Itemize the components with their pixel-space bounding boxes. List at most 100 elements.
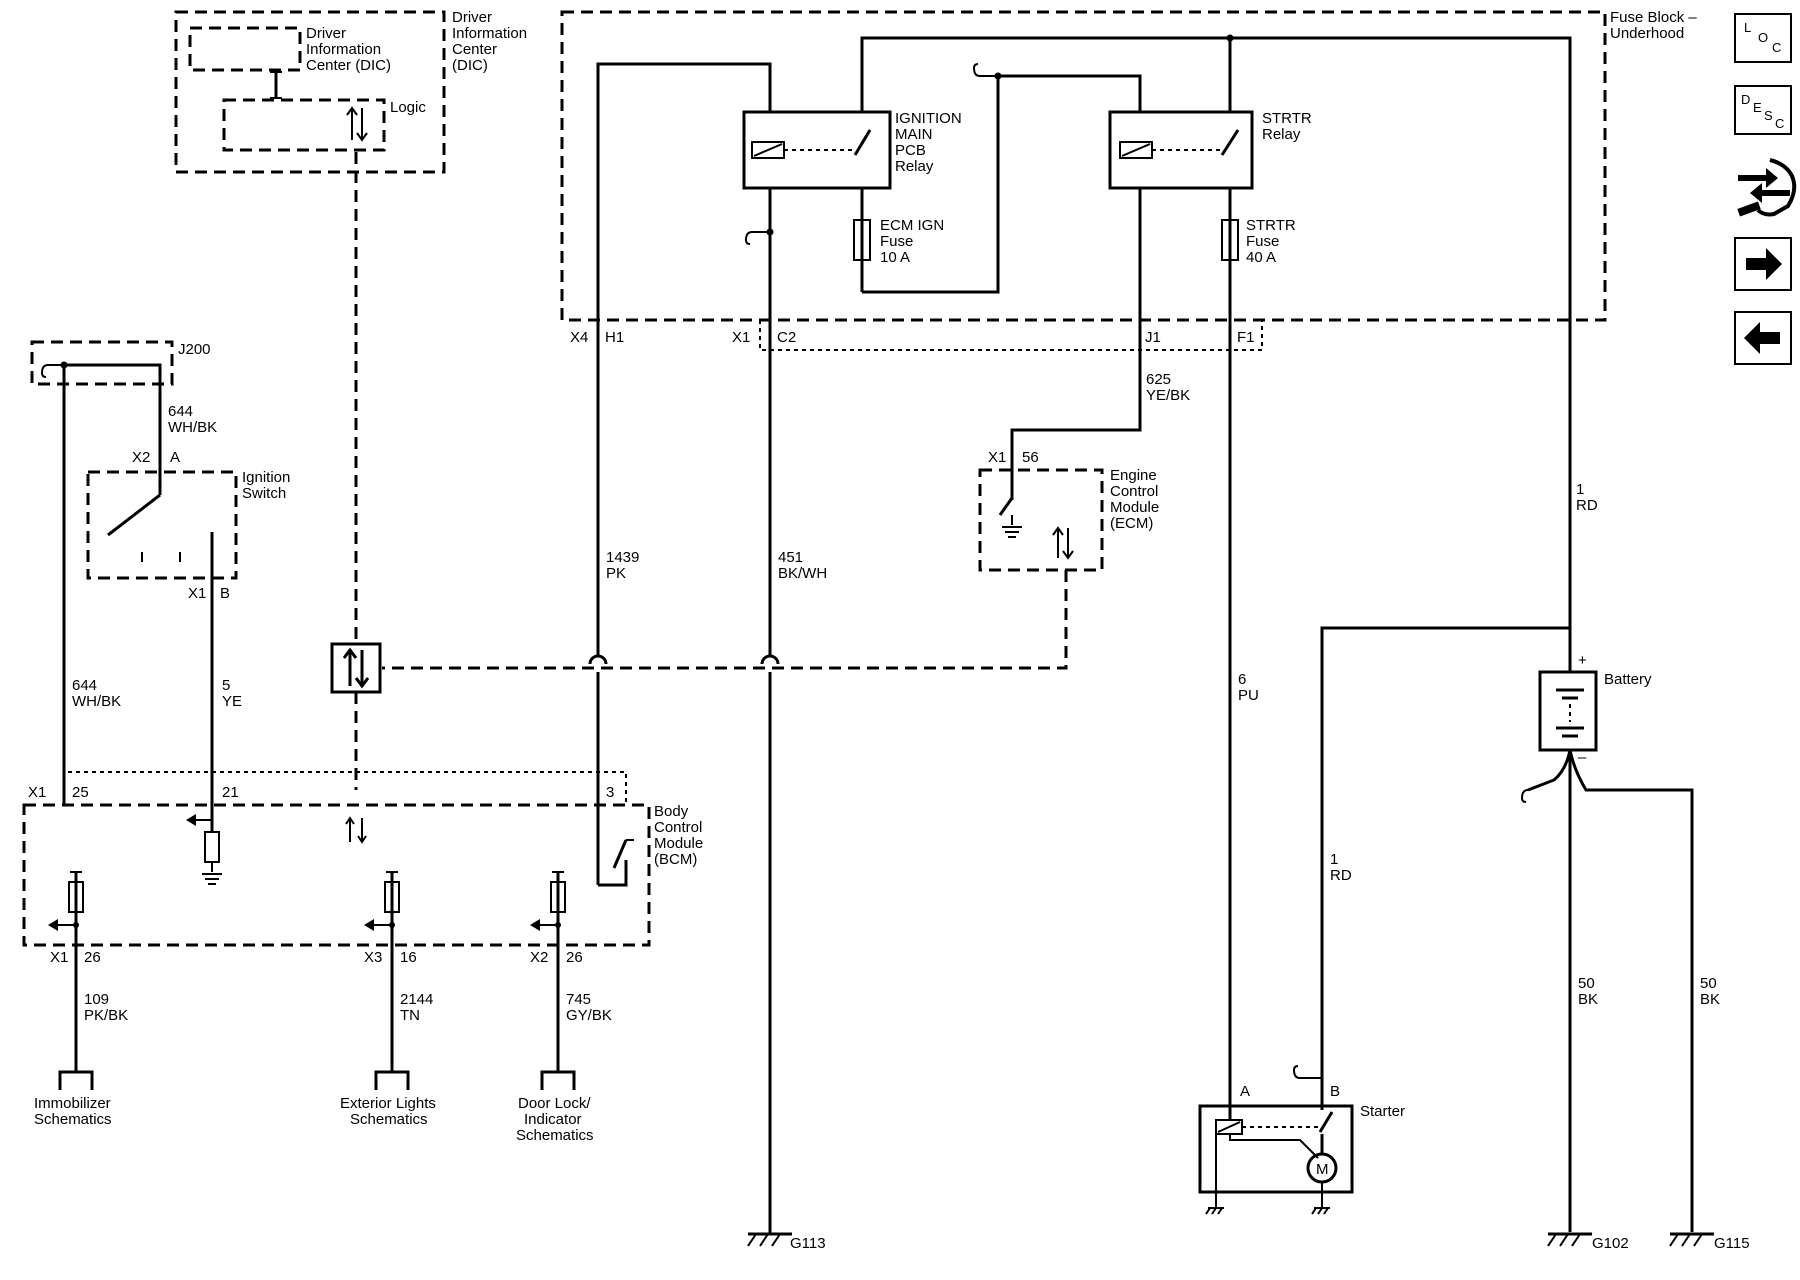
dic-label-4: (DIC) bbox=[452, 57, 488, 74]
wire-109-color: PK/BK bbox=[84, 1007, 128, 1024]
starter-motor-label: M bbox=[1316, 1161, 1329, 1178]
wire-2144-color: TN bbox=[400, 1007, 420, 1024]
ecm-ign-fuse: ECM IGN Fuse 10 A bbox=[853, 76, 1000, 294]
battery: + – Battery bbox=[1320, 626, 1694, 1232]
strtr-relay: STRTR Relay bbox=[1108, 110, 1312, 190]
arrow-left-icon bbox=[1744, 322, 1780, 354]
battery-plus: + bbox=[1578, 652, 1587, 669]
ecm-fuse-label-2: Fuse bbox=[880, 233, 913, 250]
wire-625-yebk bbox=[1010, 188, 1142, 490]
wire-644-left-color: WH/BK bbox=[72, 693, 121, 710]
wire-1-mid-color: RD bbox=[1330, 867, 1352, 884]
bcm-label-3: Module bbox=[654, 835, 703, 852]
ecm-label-1: Engine bbox=[1110, 467, 1157, 484]
ground-g115: G115 bbox=[1669, 1232, 1750, 1252]
strtr-fuse-label-3: 40 A bbox=[1246, 249, 1276, 266]
loc-letter-1: L bbox=[1744, 20, 1751, 35]
battery-minus: – bbox=[1578, 749, 1587, 766]
ecm-serial-data-line bbox=[382, 570, 1068, 670]
dic-label-3: Center bbox=[452, 41, 497, 58]
wire-451-num: 451 bbox=[778, 549, 803, 566]
wire-745-num: 745 bbox=[566, 991, 591, 1008]
desc-letter-4: C bbox=[1775, 116, 1784, 131]
conn-x1-ecm: X1 bbox=[988, 449, 1006, 466]
wire-5-color: YE bbox=[222, 693, 242, 710]
wire-644-top-num: 644 bbox=[168, 403, 193, 420]
starter: M Starter A B bbox=[1198, 1065, 1405, 1215]
conn-f1: F1 bbox=[1237, 329, 1255, 346]
bcm-label-1: Body bbox=[654, 803, 689, 820]
wire-625-num: 625 bbox=[1146, 371, 1171, 388]
conn-25-bcm: 25 bbox=[72, 784, 89, 801]
ref-immobilizer-2[interactable]: Schematics bbox=[34, 1111, 112, 1128]
diagnostic-tool-button[interactable] bbox=[1737, 158, 1797, 217]
conn-21-bcm: 21 bbox=[222, 784, 239, 801]
ign-relay-label-2: MAIN bbox=[895, 126, 933, 143]
splice-stub-1 bbox=[972, 63, 998, 77]
loc-button[interactable]: L O C bbox=[1734, 13, 1792, 63]
battery-bus-wire bbox=[860, 36, 1572, 650]
wire-1439-num: 1439 bbox=[606, 549, 639, 566]
conn-x1-bcm: X1 bbox=[28, 784, 46, 801]
ecm-label-3: Module bbox=[1110, 499, 1159, 516]
dic-label-2: Information bbox=[452, 25, 527, 42]
wire-labels: 644 WH/BK 644 WH/BK 5 YE 1439 PK 451 BK/… bbox=[72, 371, 1720, 1024]
conn-16-out: 16 bbox=[400, 949, 417, 966]
ignition-main-relay: IGNITION MAIN PCB Relay bbox=[742, 110, 962, 190]
conn-x1-fb: X1 bbox=[732, 329, 750, 346]
ref-exterior-2[interactable]: Schematics bbox=[350, 1111, 428, 1128]
immobilizer-ref-bracket bbox=[58, 1070, 94, 1090]
ref-doorlock-3[interactable]: Schematics bbox=[516, 1127, 594, 1144]
wire-1439-pk bbox=[596, 62, 772, 655]
conn-3-bcm: 3 bbox=[606, 784, 614, 801]
fuse-block-underhood: Fuse Block – Underhood bbox=[560, 9, 1697, 351]
ref-doorlock-2[interactable]: Indicator bbox=[524, 1111, 582, 1128]
ecm-fuse-label-1: ECM IGN bbox=[880, 217, 944, 234]
ground-g113-label: G113 bbox=[790, 1235, 826, 1252]
wire-2144-num: 2144 bbox=[400, 991, 433, 1008]
splice-stub-2 bbox=[744, 231, 770, 245]
ref-doorlock-1[interactable]: Door Lock/ bbox=[518, 1095, 591, 1112]
wire-1-top-color: RD bbox=[1576, 497, 1598, 514]
ref-immobilizer-1[interactable]: Immobilizer bbox=[34, 1095, 111, 1112]
conn-26a-out: 26 bbox=[84, 949, 101, 966]
bcm-label-4: (BCM) bbox=[654, 851, 697, 868]
wire-6-num: 6 bbox=[1238, 671, 1246, 688]
wire-5-num: 5 bbox=[222, 677, 230, 694]
starter-label: Starter bbox=[1360, 1103, 1405, 1120]
bcm-data-arrows-icon bbox=[345, 816, 367, 844]
ref-exterior-1[interactable]: Exterior Lights bbox=[340, 1095, 436, 1112]
exterior-ref-bracket bbox=[374, 1070, 410, 1090]
bcm-output-immobilizer bbox=[48, 871, 84, 1072]
desc-button[interactable]: D E S C bbox=[1734, 85, 1792, 135]
ign-relay-label-1: IGNITION bbox=[895, 110, 962, 127]
wire-1-mid-num: 1 bbox=[1330, 851, 1338, 868]
conn-56-ecm: 56 bbox=[1022, 449, 1039, 466]
wire-50b-num: 50 bbox=[1700, 975, 1717, 992]
dic-logic-label: Logic bbox=[390, 99, 426, 116]
j200-label: J200 bbox=[178, 341, 211, 358]
wire-50a-color: BK bbox=[1578, 991, 1598, 1008]
serial-data-node bbox=[330, 642, 382, 694]
wire-745-color: GY/BK bbox=[566, 1007, 612, 1024]
conn-x2-ign: X2 bbox=[132, 449, 150, 466]
ignition-switch-label-1: Ignition bbox=[242, 469, 290, 486]
dic-inner-label-2: Information bbox=[306, 41, 381, 58]
desc-letter-1: D bbox=[1741, 92, 1750, 107]
ign-relay-label-4: Relay bbox=[895, 158, 934, 175]
ignition-switch-label-2: Switch bbox=[242, 485, 286, 502]
arrow-right-icon bbox=[1746, 248, 1782, 280]
conn-x3-out: X3 bbox=[364, 949, 382, 966]
conn-b-ign: B bbox=[220, 585, 230, 602]
starter-pin-a: A bbox=[1240, 1083, 1250, 1100]
ecm-module: Engine Control Module (ECM) X1 56 bbox=[978, 449, 1159, 572]
bcm-output-doorlock bbox=[530, 871, 566, 1072]
next-button[interactable] bbox=[1734, 237, 1792, 291]
previous-button[interactable] bbox=[1734, 311, 1792, 365]
strtr-fuse: STRTR Fuse 40 A bbox=[1221, 217, 1296, 266]
strtr-fuse-label-2: Fuse bbox=[1246, 233, 1279, 250]
starter-pin-b: B bbox=[1330, 1083, 1340, 1100]
ecm-label-2: Control bbox=[1110, 483, 1158, 500]
battery-label: Battery bbox=[1604, 671, 1652, 688]
